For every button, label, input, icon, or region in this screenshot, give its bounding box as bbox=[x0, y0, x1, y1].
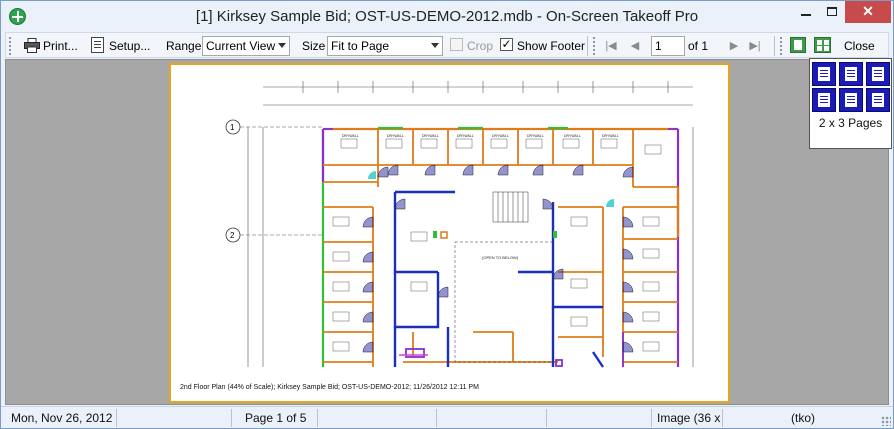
single-page-view-icon[interactable] bbox=[790, 37, 806, 53]
room-label: DRYWALL bbox=[564, 134, 581, 138]
status-divider bbox=[651, 409, 652, 427]
room-label: DRYWALL bbox=[602, 134, 619, 138]
status-bar: Mon, Nov 26, 2012 Page 1 of 5 Image (36 … bbox=[1, 406, 893, 428]
room-label: DRYWALL bbox=[457, 134, 474, 138]
show-footer-checkbox[interactable]: ✓ bbox=[500, 37, 513, 51]
pages-layout-label: 2 x 3 Pages bbox=[818, 116, 883, 130]
crop-label: Crop bbox=[467, 39, 494, 53]
floor-plan-drawing: 1 2 bbox=[225, 81, 694, 368]
page-thumb-icon[interactable] bbox=[866, 62, 890, 86]
status-date: Mon, Nov 26, 2012 bbox=[11, 411, 113, 425]
page-thumb-icon[interactable] bbox=[839, 62, 863, 86]
close-preview-button[interactable]: Close bbox=[844, 39, 875, 53]
page-setup-icon bbox=[91, 37, 104, 53]
last-page-button[interactable]: ▶| bbox=[749, 40, 761, 52]
status-divider bbox=[231, 409, 232, 427]
room-label: DRYWALL bbox=[527, 134, 544, 138]
size-select[interactable]: Fit to Page bbox=[327, 36, 443, 56]
page-count-label: of 1 bbox=[688, 39, 709, 53]
page-thumb-icon[interactable] bbox=[812, 62, 836, 86]
maximize-button[interactable] bbox=[819, 1, 845, 23]
resize-grip[interactable] bbox=[881, 416, 891, 426]
range-label: Range bbox=[166, 39, 202, 53]
toolbar-grip[interactable] bbox=[780, 37, 783, 55]
toolbar-grip[interactable] bbox=[593, 37, 596, 55]
page-number-input[interactable]: 1 bbox=[651, 36, 685, 56]
toolbar-separator bbox=[774, 36, 775, 56]
window-close-button[interactable]: ✕ bbox=[845, 1, 891, 23]
chevron-down-icon bbox=[278, 43, 286, 48]
grid-marker-2: 2 bbox=[230, 231, 235, 240]
minimize-icon bbox=[801, 14, 811, 16]
status-divider bbox=[116, 409, 117, 427]
setup-button[interactable]: Setup... bbox=[109, 39, 151, 53]
page-thumb-icon[interactable] bbox=[839, 88, 863, 112]
previous-page-button[interactable]: ◀ bbox=[630, 40, 640, 52]
room-label: DRYWALL bbox=[342, 134, 359, 138]
status-page: Page 1 of 5 bbox=[245, 411, 307, 425]
status-divider bbox=[722, 409, 723, 427]
print-button[interactable]: Print... bbox=[43, 39, 78, 53]
page-thumb-icon[interactable] bbox=[866, 88, 890, 112]
room-label: DRYWALL bbox=[387, 134, 404, 138]
toolbar-separator bbox=[587, 36, 588, 56]
multi-page-view-icon[interactable] bbox=[814, 37, 831, 53]
size-label: Size bbox=[302, 39, 326, 53]
window-title: [1] Kirksey Sample Bid; OST-US-DEMO-2012… bbox=[195, 8, 699, 25]
app-logo-icon bbox=[9, 8, 26, 25]
status-divider bbox=[436, 409, 437, 427]
range-select[interactable]: Current View bbox=[202, 36, 290, 56]
status-user: (tko) bbox=[791, 411, 815, 425]
printer-icon bbox=[24, 38, 40, 53]
chevron-down-icon bbox=[431, 43, 439, 48]
next-page-button[interactable]: ▶ bbox=[729, 40, 739, 52]
multi-page-picker: 2 x 3 Pages bbox=[809, 58, 892, 149]
grid-marker-1: 1 bbox=[230, 123, 235, 132]
room-label: DRYWALL bbox=[492, 134, 509, 138]
first-page-button[interactable]: |◀ bbox=[605, 40, 617, 52]
title-bar[interactable]: [1] Kirksey Sample Bid; OST-US-DEMO-2012… bbox=[1, 1, 893, 31]
toolbar-grip[interactable] bbox=[9, 37, 12, 55]
maximize-icon bbox=[827, 7, 837, 16]
status-divider bbox=[546, 409, 547, 427]
room-label: DRYWALL bbox=[422, 134, 439, 138]
status-image: Image (36 x bbox=[657, 411, 721, 425]
print-preview-toolbar: Print... Setup... Range Current View Siz… bbox=[5, 32, 889, 58]
minimize-button[interactable] bbox=[793, 1, 819, 23]
size-value: Fit to Page bbox=[331, 39, 390, 53]
preview-page[interactable]: 1 2 bbox=[169, 63, 730, 403]
preview-area[interactable]: 1 2 bbox=[5, 59, 889, 405]
show-footer-label: Show Footer bbox=[517, 39, 586, 53]
page-thumb-icon[interactable] bbox=[812, 88, 836, 112]
status-divider bbox=[317, 409, 318, 427]
open-to-below-label: (OPEN TO BELOW) bbox=[482, 255, 519, 260]
range-value: Current View bbox=[206, 39, 276, 53]
crop-checkbox[interactable] bbox=[450, 38, 463, 51]
page-footer-text: 2nd Floor Plan (44% of Scale); Kirksey S… bbox=[180, 384, 479, 391]
